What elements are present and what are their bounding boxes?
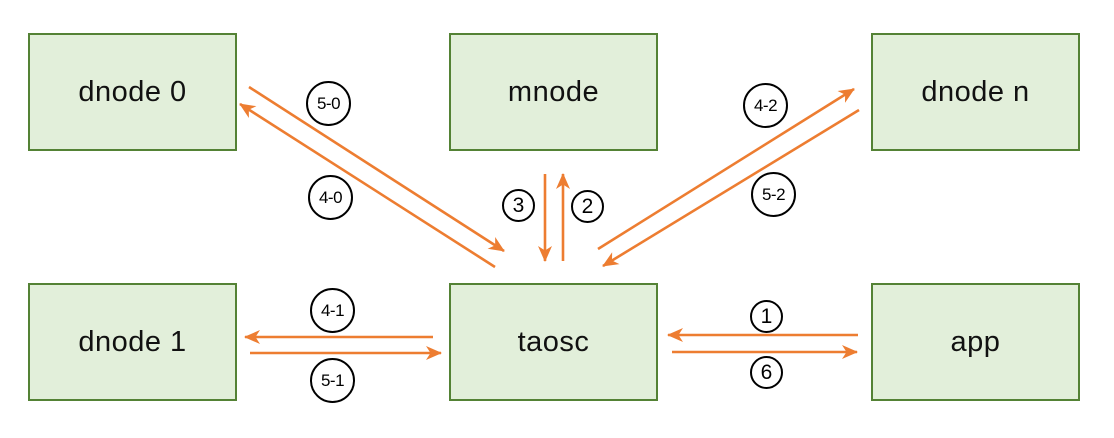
arrow-taosc-to-dnoden xyxy=(597,87,855,251)
edge-label-1: 1 xyxy=(750,300,783,333)
node-dnode-n: dnode n xyxy=(871,33,1080,151)
arrow-dnoden-to-taosc xyxy=(602,108,860,268)
node-app: app xyxy=(871,283,1080,401)
node-label: taosc xyxy=(517,325,590,358)
node-dnode-0: dnode 0 xyxy=(28,33,237,151)
node-label: mnode xyxy=(507,75,600,108)
edge-label-5-0: 5-0 xyxy=(306,81,351,126)
node-taosc: taosc xyxy=(449,283,658,401)
node-label: app xyxy=(950,325,1001,358)
node-mnode: mnode xyxy=(449,33,658,151)
node-label: dnode 0 xyxy=(78,75,187,108)
node-dnode-1: dnode 1 xyxy=(28,283,237,401)
edge-label-5-1: 5-1 xyxy=(310,358,355,403)
edge-label-4-0: 4-0 xyxy=(308,175,353,220)
edge-label-6: 6 xyxy=(750,356,783,389)
arrow-taosc-to-dnode0 xyxy=(239,102,496,269)
edge-label-3: 3 xyxy=(502,189,535,222)
edge-label-2: 2 xyxy=(571,190,604,223)
arrow-dnode0-to-taosc xyxy=(248,85,505,253)
edge-label-4-1: 4-1 xyxy=(310,288,355,333)
node-label: dnode 1 xyxy=(78,325,187,358)
node-label: dnode n xyxy=(921,75,1030,108)
edge-label-5-2: 5-2 xyxy=(751,172,796,217)
edge-label-4-2: 4-2 xyxy=(743,83,788,128)
